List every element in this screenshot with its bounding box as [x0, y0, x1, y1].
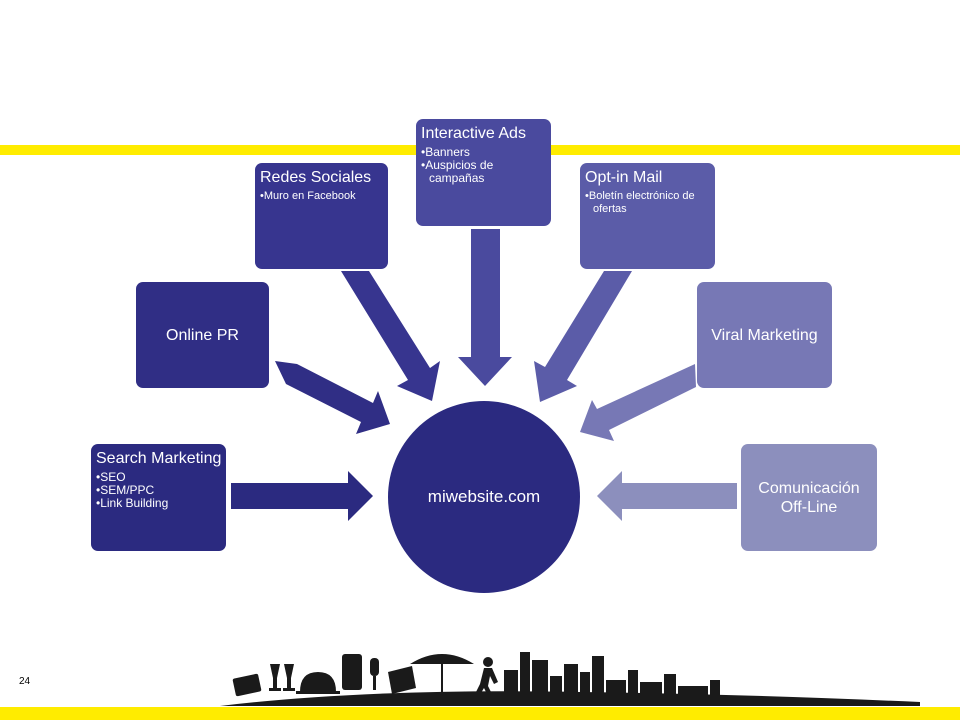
arrow-redes: [341, 271, 440, 401]
arrow-mail: [534, 271, 632, 402]
node-search-marketing: Search Marketing SEO SEM/PPC Link Buildi…: [91, 444, 226, 551]
node-redes-sociales: Redes Sociales Muro en Facebook: [255, 163, 388, 269]
arrow-ads: [458, 229, 512, 386]
node-title: Viral Marketing: [711, 326, 818, 344]
node-online-pr: Online PR: [136, 282, 269, 388]
node-interactive-ads: Interactive Ads Banners Auspicios de cam…: [416, 119, 551, 226]
node-title: Opt-in Mail: [585, 169, 663, 186]
node-viral-marketing: Viral Marketing: [697, 282, 832, 388]
node-title: Search Marketing: [96, 450, 222, 467]
node-comunicacion-off-line: Comunicación Off-Line: [741, 444, 877, 551]
bullet-list: Boletín electrónico de ofertas: [585, 190, 711, 216]
bullet-list: SEO SEM/PPC Link Building: [96, 471, 222, 510]
bullet-list: Banners Auspicios de campañas: [421, 146, 547, 185]
center-node-miwebsite: miwebsite.com: [388, 401, 580, 593]
bullet-item: Banners: [421, 146, 547, 159]
arrow-comm: [597, 471, 737, 521]
bottom-accent-band: [0, 707, 960, 720]
center-label: miwebsite.com: [427, 487, 541, 506]
bullet-item: Auspicios de campañas: [421, 159, 547, 185]
node-title: Redes Sociales: [260, 169, 372, 186]
city-skyline-icon: [220, 652, 920, 706]
arrow-viral: [580, 364, 696, 441]
bullet-item: Link Building: [96, 497, 222, 510]
node-opt-in-mail: Opt-in Mail Boletín electrónico de ofert…: [580, 163, 715, 269]
bullet-list: Muro en Facebook: [260, 190, 384, 203]
bullet-item: Boletín electrónico de ofertas: [585, 190, 711, 216]
page-number: 24: [19, 676, 31, 687]
bullet-item: SEO: [96, 471, 222, 484]
node-title: Interactive Ads: [421, 125, 526, 142]
node-title: Comunicación Off-Line: [758, 479, 860, 516]
bullet-item: Muro en Facebook: [260, 190, 384, 203]
arrow-online-pr: [275, 361, 390, 434]
node-title: Online PR: [166, 326, 239, 344]
bullet-item: SEM/PPC: [96, 484, 222, 497]
arrow-search: [231, 471, 373, 521]
